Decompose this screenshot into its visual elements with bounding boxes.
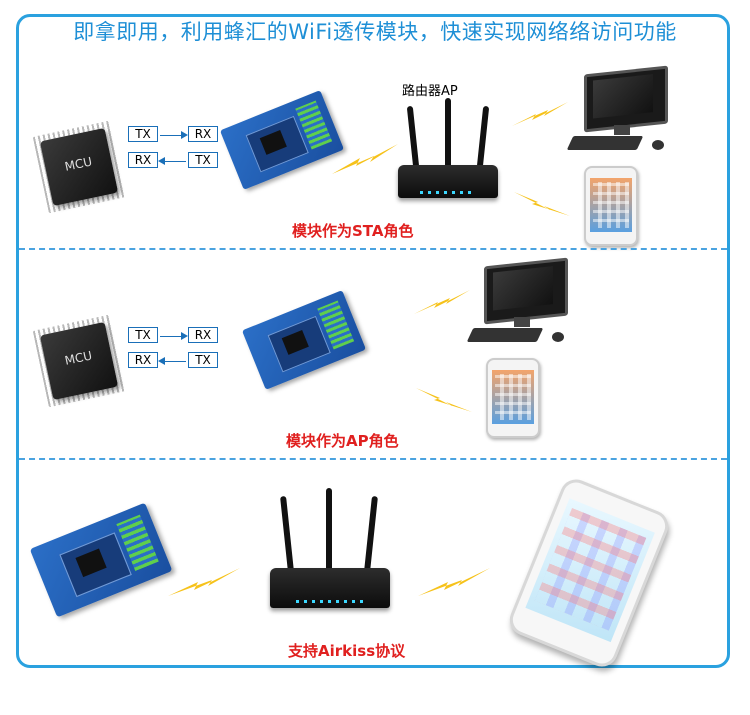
lightning-icon [418, 568, 490, 596]
mcu-rx-pin: RX [128, 152, 158, 168]
lightning-icon [332, 144, 398, 174]
desktop-computer-icon [466, 257, 570, 352]
headline: 即拿即用，利用蜂汇的WiFi透传模块，快速实现网络络访问功能 [73, 20, 677, 44]
mcu-chip: MCU [28, 116, 130, 218]
desktop-computer-icon [566, 65, 670, 160]
router [270, 487, 390, 608]
mcu-tx-pin: TX [128, 327, 158, 343]
wifi-module [241, 290, 370, 390]
wifi-module [29, 502, 177, 618]
tx-arrow [160, 332, 188, 340]
lightning-icon [414, 290, 470, 314]
caption-airkiss: 支持Airkiss协议 [288, 642, 406, 660]
lightning-icon [512, 102, 568, 126]
caption-ap: 模块作为AP角色 [286, 432, 399, 450]
mcu-tx-pin: TX [128, 126, 158, 142]
rx-arrow [158, 157, 186, 165]
module-rx-pin: RX [188, 126, 218, 142]
router-label: 路由器AP [402, 84, 458, 99]
lightning-icon [514, 192, 570, 216]
module-tx-pin: TX [188, 152, 218, 168]
router [398, 97, 498, 198]
tx-arrow [160, 131, 188, 139]
section-divider [19, 248, 727, 250]
section-divider [19, 458, 727, 460]
lightning-icon [416, 388, 472, 412]
module-rx-pin: RX [188, 327, 218, 343]
smartphone-icon [584, 166, 638, 246]
caption-sta: 模块作为STA角色 [292, 222, 414, 240]
rx-arrow [158, 357, 186, 365]
module-tx-pin: TX [188, 352, 218, 368]
mcu-rx-pin: RX [128, 352, 158, 368]
smartphone-icon [486, 358, 540, 438]
lightning-icon [168, 568, 240, 596]
mcu-chip: MCU [28, 310, 130, 412]
